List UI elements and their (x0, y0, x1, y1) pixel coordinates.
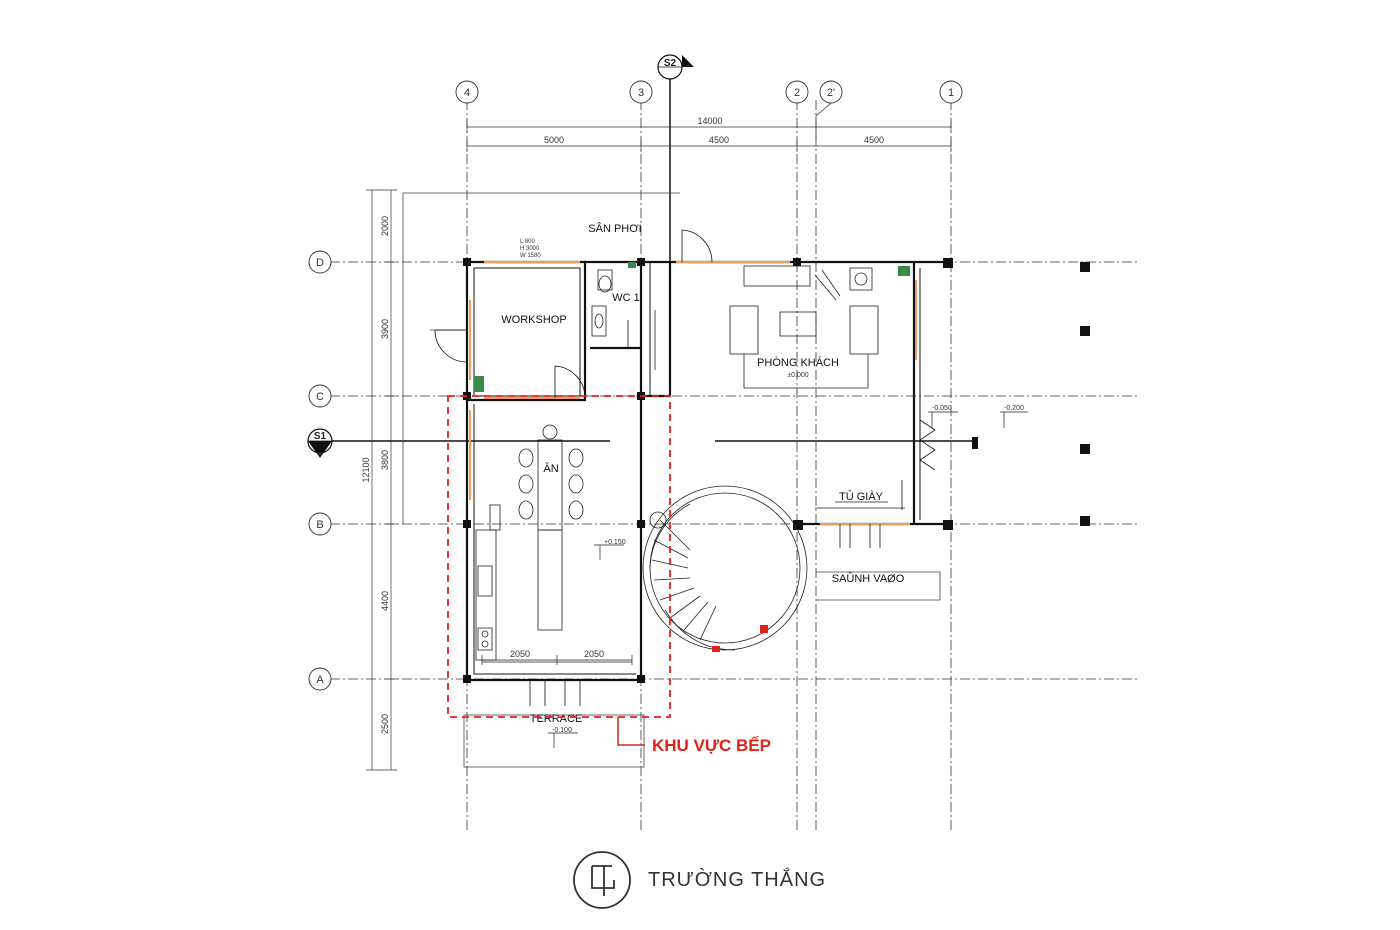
label-an: ĂN (543, 462, 558, 475)
dim-total: 14000 (697, 116, 722, 126)
level-kitchen: +0.150 (604, 539, 626, 546)
section-marker-s2 (657, 54, 694, 360)
brand-logo-icon (573, 851, 631, 909)
section-label-s1: S1 (314, 431, 327, 442)
dining-set (518, 424, 584, 631)
dim-left-5: 2500 (380, 714, 390, 734)
dimension-lines (366, 121, 952, 771)
dim-left-total: 12100 (361, 457, 371, 482)
grid-label-3: 3 (638, 87, 644, 99)
living-furniture (729, 265, 879, 389)
grid-axes (330, 100, 1140, 830)
grid-label-a: A (316, 674, 324, 686)
dim-left-3: 3800 (380, 450, 390, 470)
dim-top-1: 5000 (544, 135, 564, 145)
grid-label-1: 1 (948, 87, 954, 99)
dim-left-4: 4400 (380, 591, 390, 611)
level-terrace: -0.100 (552, 727, 572, 734)
dim-left-2: 3900 (380, 319, 390, 339)
grid-bubbles (308, 80, 963, 691)
level-hall-b: -0.200 (1004, 405, 1024, 412)
window-spec-1: L 800 (520, 239, 535, 245)
label-tu-giay: TỦ GIÀY (839, 490, 884, 503)
grid-label-4: 4 (464, 87, 470, 99)
dim-kitchen-1: 2050 (510, 649, 530, 659)
green-columns (474, 262, 910, 392)
dim-top-2: 4500 (709, 135, 729, 145)
label-san-phoi: SÂN PHƠI (588, 222, 641, 235)
level-hall-a: -0.050 (932, 405, 952, 412)
site-outline (402, 192, 941, 768)
grid-label-d: D (316, 257, 324, 269)
level-living: ±0.000 (787, 372, 808, 379)
grid-label-2: 2 (794, 87, 800, 99)
label-wc: WC 1 (612, 292, 640, 304)
label-terrace: TERRACE (530, 713, 583, 725)
label-phong-khach: PHÒNG KHÁCH (757, 356, 839, 369)
kitchen-counter (475, 504, 632, 663)
label-workshop: WORKSHOP (501, 314, 566, 326)
grid-label-c: C (316, 391, 324, 403)
kitchen-area-highlight (447, 395, 671, 718)
dim-kitchen-2: 2050 (584, 649, 604, 659)
dim-left-1: 2000 (380, 216, 390, 236)
wc-fixtures (591, 269, 656, 370)
annotation-kitchen-area: KHU VỰC BẾP (652, 736, 771, 755)
brand-name: TRƯỜNG THẮNG (648, 868, 827, 891)
grid-label-b: B (316, 519, 323, 531)
doors (434, 229, 936, 706)
section-marker-s1 (307, 428, 978, 458)
section-label-s2: S2 (664, 58, 677, 69)
dim-top-3: 4500 (864, 135, 884, 145)
brand-footer: TRƯỜNG THẮNG (572, 850, 826, 910)
windows (469, 261, 917, 525)
window-spec-2: H 3000 (520, 246, 540, 252)
label-sanh-vao: SAÛNH VAØO (832, 572, 905, 585)
window-spec-3: W 1580 (520, 253, 541, 259)
grid-label-2-prime: 2' (827, 87, 835, 99)
spiral-staircase (642, 485, 808, 651)
